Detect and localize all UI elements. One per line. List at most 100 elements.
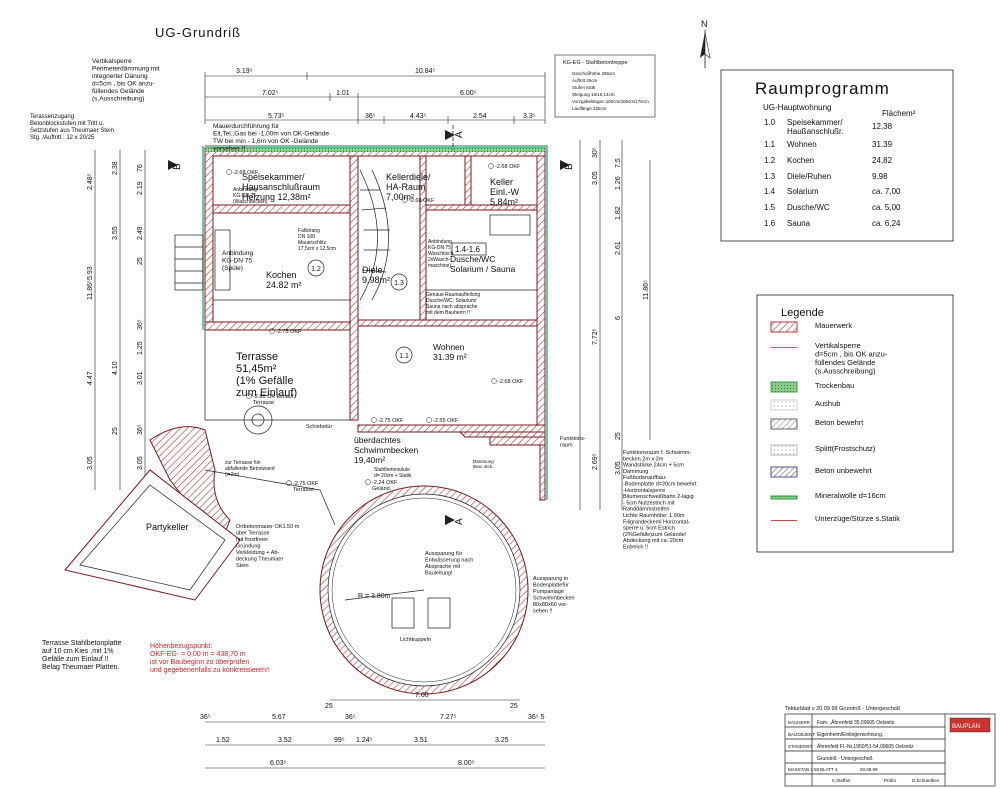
dim-top-3a: 5.73⁵ (268, 113, 285, 120)
room-dusche-number-box (451, 242, 487, 256)
raumprogramm-panel: Raumprogramm UG-Hauptwohnung Flächem² 1.… (720, 69, 954, 242)
section-b-right: B (564, 163, 575, 170)
dim-left-16: 25 (112, 427, 119, 435)
lichtkuppeln-label: Lichtkuppeln (400, 637, 431, 643)
swimming-pool: R = 3.80m Lichtkuppeln (319, 485, 529, 695)
annotation-16: Schiebetür (306, 424, 332, 430)
title-block-meta-4: Prüfer (884, 778, 897, 783)
staircase-note-line-4: Vorzgabelängen 160cm/206cm/176cm (572, 99, 649, 104)
dim-right-2: 3.05 (592, 171, 599, 185)
dim-left-7: 5.93 (87, 266, 94, 280)
pool-radius: R = 3.80m (358, 593, 391, 600)
level-marker-icon (371, 417, 377, 423)
level-9: -2.75 OKF (378, 418, 404, 424)
room-wohnen-circle (395, 346, 413, 364)
title-block-label-0: BAUHERR (788, 720, 811, 725)
legend-swatch-7 (770, 495, 798, 500)
north-arrow-icon: N (700, 19, 711, 68)
dim-top-2a: 7.02⁵ (262, 90, 279, 97)
staircase-note-line-0: Geschoßhöhe 286cm (572, 71, 615, 76)
level-1: -2.68 OKF (409, 198, 435, 204)
dim-left-3: 76 (137, 164, 144, 172)
level-marker-icon (426, 417, 432, 423)
rp-item-4-area: ca. 7,00 (872, 187, 901, 196)
rp-item-1-area: 31.39 (872, 140, 893, 149)
legend-swatch-0 (770, 321, 798, 333)
room-kochen-number: 1.2 (311, 266, 321, 273)
dim-right-11: 2.69⁵ (592, 453, 599, 470)
staircase-note-line-1: Auftritt 25cm (572, 78, 598, 83)
left-dimension-lines: 2.48⁵ 2.38 76 2.19 2.49 25 5.93 11.86⁵ 3… (87, 150, 146, 490)
level-8: -2.55 OKF (433, 418, 459, 424)
rp-item-3-area: 9.98 (872, 172, 888, 181)
dim-bot-3d: 7.27⁵ (440, 714, 457, 721)
rp-item-0-area: 12,38 (872, 122, 893, 131)
title-block-label-1: BAUOBJEKT (788, 732, 815, 737)
rp-item-2-area: 24,82 (872, 156, 893, 165)
title-block-meta-1: BLATT 4 (820, 767, 838, 772)
section-b-left: B (172, 163, 183, 170)
terrace-and-partykeller: Partykeller (64, 330, 350, 601)
right-dimension-lines: 30⁵ 3.05 1.26 7.5 1.82 2.61 6 7.72⁵ 11.8… (579, 140, 651, 510)
dim-left-13: 4.10 (112, 361, 119, 375)
room-wohnen-number: 1.1 (399, 353, 409, 360)
dim-left-1: 2.48⁵ (87, 173, 94, 190)
rp-item-6-number: 1.6 (764, 219, 776, 228)
level-marker-icon (491, 378, 497, 384)
dim-top-3b: 36⁵ (365, 113, 376, 120)
rp-item-1-name: Wohnen (787, 140, 817, 149)
level-marker-icon (226, 169, 232, 175)
rp-item-0-name: Speisekammer/Haußanschlußr. (787, 118, 843, 136)
dim-bot-5b: 8.00⁵ (458, 760, 475, 767)
rp-item-5-area: ca. 5,00 (872, 203, 901, 212)
rp-item-3-name: Diele/Ruhen (787, 172, 831, 181)
dim-right-3: 1.26 (615, 176, 622, 190)
dim-right-8: 7.72⁵ (592, 328, 599, 345)
dim-bot-2a: 25 (325, 703, 333, 710)
dim-bot-3c: 36⁵ (345, 714, 356, 721)
rp-item-1-number: 1.1 (764, 140, 776, 149)
dim-right-5: 1.82 (615, 206, 622, 220)
dim-left-11: 36⁵ (137, 319, 144, 330)
rp-item-4-number: 1.4 (764, 187, 776, 196)
dim-top-3c: 4.43⁵ (410, 113, 427, 120)
dim-right-4: 7.5 (615, 158, 622, 168)
level-marker-icon (365, 479, 371, 485)
dim-left-12: 1.25 (137, 341, 144, 355)
title-block-header: Tekturblatt v 20.09.99 Grundriß - Unterg… (785, 706, 901, 712)
level-0: -2.68 OKF (233, 170, 259, 176)
bottom-dimension-lines: 7.60 25 25 36⁵ 5.67 36⁵ 7.27⁵ 36⁵ 5 1.52… (200, 692, 545, 769)
dim-top-1a: 3.19⁵ (236, 68, 253, 75)
title-block-label-2: STANDORT (788, 744, 813, 749)
level-marker-icon (246, 393, 252, 399)
room-kochen-circle (307, 259, 325, 277)
staircase-note-line-3: Steigung 16/16,14cm (572, 92, 615, 97)
rp-item-5-number: 1.5 (764, 203, 776, 212)
legend-label-8: Unterzüge/Stürze s.Statik (815, 514, 900, 523)
rp-item-4-name: Solarium (787, 187, 819, 196)
dim-left-9: 3.55 (112, 226, 119, 240)
staircase-note-title: KG-EG - Stahlbetontreppe (563, 60, 628, 66)
title-block-value-0: Fam. ,Ährenfeld 35,09605 Oelsnitz (817, 719, 895, 726)
dim-bot-4f: 3.25 (495, 737, 509, 744)
height-reference: Höhenbezugspunkt:OKF-EG- = 0,00 m = 438,… (150, 643, 270, 674)
dim-left-5: 2.49 (137, 226, 144, 240)
